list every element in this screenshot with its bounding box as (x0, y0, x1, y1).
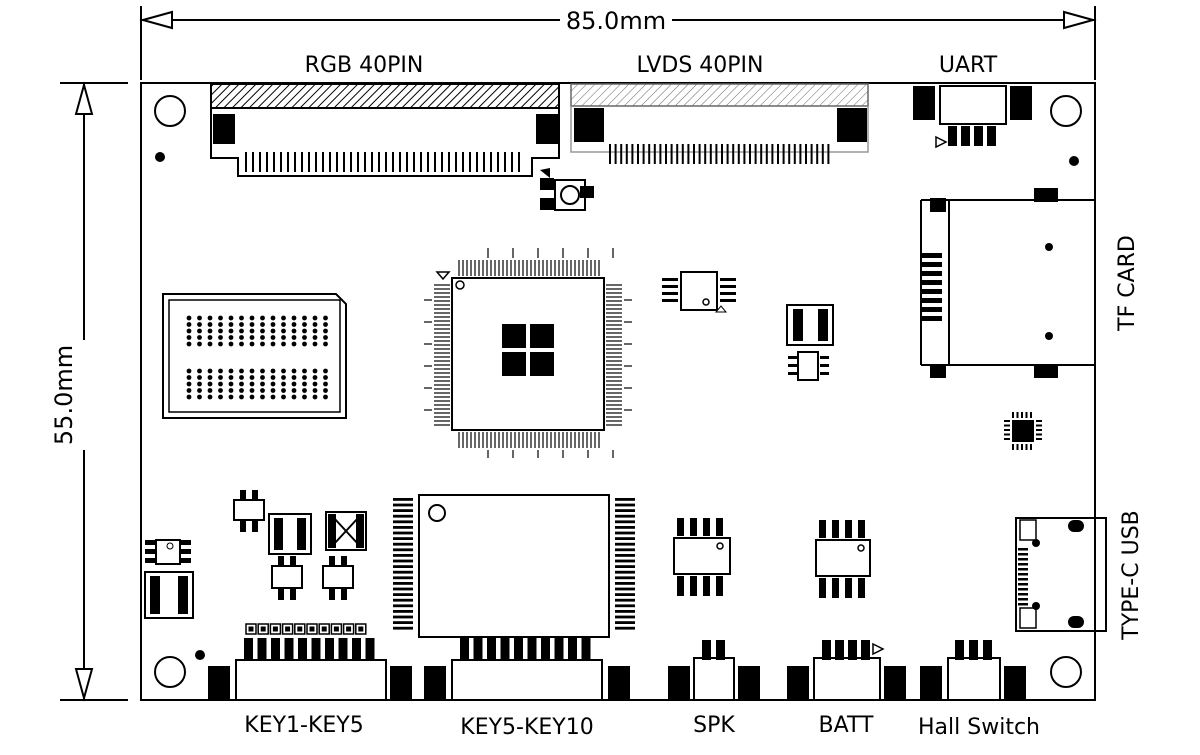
batt-label: BATT (819, 713, 874, 738)
mounting-holes (154, 95, 1082, 688)
soic-chip-right (815, 520, 871, 598)
key5-key10-connector (424, 638, 630, 701)
type-c-usb-connector (1015, 517, 1107, 632)
rgb-connector-pins (245, 152, 520, 172)
rgb-40pin-label: RGB 40PIN (305, 53, 424, 78)
tf-card-label: TF CARD (1115, 235, 1140, 332)
small-ic-top (662, 271, 736, 313)
type-c-usb-label: TYPE-C USB (1119, 510, 1144, 641)
power-components (786, 304, 834, 381)
uart-connector (913, 85, 1032, 149)
height-dimension-label: 55.0mm (50, 345, 78, 445)
lvds-connector-pins (609, 144, 830, 164)
key1-key5-connector (208, 623, 412, 701)
spk-connector (668, 640, 760, 701)
spk-label: SPK (693, 713, 735, 738)
uart-label: UART (939, 53, 998, 78)
soic-chip-left (673, 518, 731, 596)
rgb-40pin-connector (210, 83, 560, 177)
lvds-40pin-label: LVDS 40PIN (637, 53, 764, 78)
main-processor-chip (424, 248, 632, 458)
batt-connector (787, 640, 906, 701)
hall-switch-label: Hall Switch (918, 715, 1040, 740)
tf-card-slot (920, 188, 1096, 378)
main-chip-pins (424, 248, 632, 458)
width-dimension: 85.0mm (139, 6, 1097, 80)
lower-left-components (144, 490, 367, 619)
width-dimension-label: 85.0mm (566, 7, 666, 35)
bga-balls (186, 315, 328, 400)
hall-switch-connector (920, 640, 1026, 701)
small-component-top (540, 168, 594, 211)
key5-key10-label: KEY5-KEY10 (460, 715, 593, 740)
memory-bga-chip (162, 293, 347, 419)
key1-key5-label: KEY1-KEY5 (244, 713, 363, 738)
lvds-40pin-connector (570, 83, 869, 164)
height-dimension: 55.0mm (50, 81, 128, 702)
flash-chip (393, 494, 635, 638)
small-qfn-chip (1004, 412, 1042, 450)
